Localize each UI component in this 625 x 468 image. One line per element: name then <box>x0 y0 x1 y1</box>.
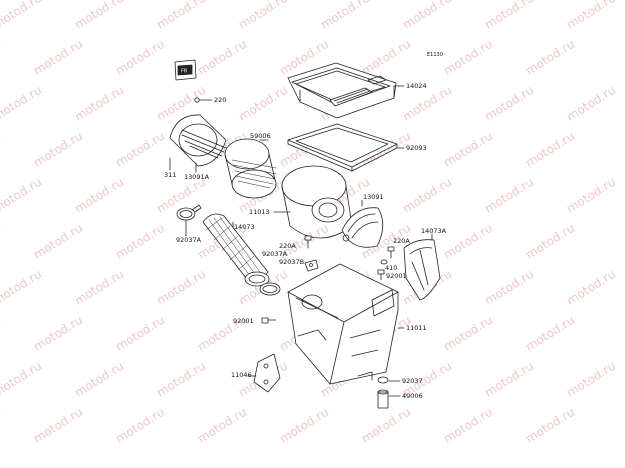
air-box-case-drawing <box>287 263 399 385</box>
part-label-13091A: 13091A <box>184 173 210 181</box>
drain-clamp-drawing <box>377 376 389 409</box>
holder-plate-13091-drawing <box>341 207 384 248</box>
diagram-code: E1130 <box>427 52 443 58</box>
element-frame-drawing <box>287 123 398 172</box>
part-label-92037: 92037 <box>402 377 423 385</box>
front-arrow-icon: FR <box>174 59 197 81</box>
part-label-14024: 14024 <box>406 82 427 90</box>
part-label-14073: 14073 <box>234 223 255 231</box>
air-filter-element-drawing <box>281 165 353 239</box>
part-label-13091: 13091 <box>363 193 384 201</box>
clamp-92037A-drawing <box>176 204 202 221</box>
part-label-92093: 92093 <box>406 144 427 152</box>
part-label-14073A: 14073A <box>421 227 447 235</box>
part-label-92001-left: 92001 <box>233 317 254 325</box>
part-label-220: 220 <box>214 96 227 104</box>
svg-text:FR: FR <box>181 69 188 75</box>
part-label-220A-right: 220A <box>393 237 410 245</box>
bolt-92001-right-drawing <box>377 269 385 281</box>
screw-220-drawing <box>194 97 213 103</box>
bolt-92001-left-drawing <box>261 317 277 324</box>
boot-14073A-drawing <box>403 239 441 301</box>
part-label-11011: 11011 <box>406 324 427 332</box>
pre-filter-drawing <box>224 138 277 199</box>
air-box-cover-drawing <box>287 62 397 119</box>
part-label-92001-right: 92001 <box>386 272 407 280</box>
part-label-92037A-left: 92037A <box>176 236 202 244</box>
bracket-92037B-drawing <box>304 259 319 272</box>
part-label-92037B: 92037B <box>279 258 305 266</box>
clamp-lower-drawing <box>259 282 281 296</box>
bracket-11046-drawing <box>253 353 281 393</box>
holder-13091A-drawing <box>169 114 227 167</box>
part-label-59006: 59006 <box>250 132 271 140</box>
bolt-220A-left-drawing <box>304 235 312 249</box>
intake-duct-drawing <box>202 213 270 287</box>
part-label-311: 311 <box>164 171 177 179</box>
washer-410-drawing <box>380 259 388 265</box>
part-label-220A-left: 220A <box>279 242 296 250</box>
part-label-11046: 11046 <box>231 371 252 379</box>
part-label-410: 410 <box>385 264 398 272</box>
bolt-220A-right-drawing <box>387 246 395 259</box>
part-label-92037A-mid: 92037A <box>262 250 288 258</box>
part-label-11013: 11013 <box>249 208 270 216</box>
part-label-49006: 49006 <box>402 392 423 400</box>
